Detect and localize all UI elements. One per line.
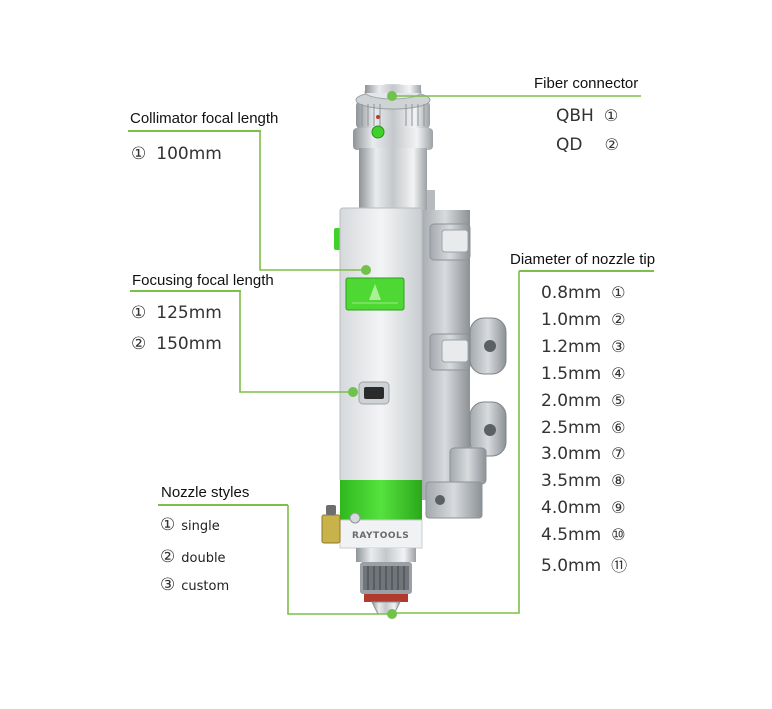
nozzle-diameter-option: 1.5mm ④ xyxy=(541,364,626,384)
fiber-option-mark: ① xyxy=(603,106,619,125)
fiber-option-label: QD xyxy=(556,135,583,155)
callout-lines xyxy=(239,95,641,615)
nozzle-tip-part xyxy=(356,548,416,615)
nozzle-diameter-mark: ⑨ xyxy=(611,498,626,518)
nozzle-diameter-option: 1.0mm ② xyxy=(541,310,626,330)
focusing-leader-line xyxy=(239,291,353,393)
collimator-option-mark: ① xyxy=(131,144,147,164)
nozzle-styles-leader-line xyxy=(287,505,392,615)
nozzle-diameter-mark: ⑤ xyxy=(611,390,626,410)
collimator-option-1: ① 100mm xyxy=(131,144,222,164)
fiber-connector-dot xyxy=(387,91,397,101)
nozzle-diameter-label: 5.0mm xyxy=(541,556,602,576)
fiber-connector-part xyxy=(353,84,433,150)
nozzle-diameter-label: 2.5mm xyxy=(541,417,602,438)
nozzle-diameter-mark: ② xyxy=(611,309,626,329)
collimator-option-label: 100mm xyxy=(156,144,222,164)
nozzle-diameter-option: 3.0mm ⑦ xyxy=(541,444,626,464)
nozzle-diameter-label: 1.0mm xyxy=(541,309,602,330)
fiber-option-2: QD ② xyxy=(556,135,619,155)
focusing-option-mark: ① xyxy=(131,303,147,323)
nozzle-diameter-option: 2.0mm ⑤ xyxy=(541,391,626,411)
nozzle-diameter-mark: ③ xyxy=(611,336,626,356)
fiber-option-mark: ② xyxy=(604,135,619,154)
fiber-option-1: QBH ① xyxy=(556,106,618,126)
collimator-leader-line xyxy=(259,131,366,271)
callout-dots xyxy=(348,91,397,619)
nozzle-diameter-mark: ⑥ xyxy=(611,417,626,437)
brand-label: RAYTOOLS xyxy=(352,531,410,541)
nozzle-diameter-label: 1.2mm xyxy=(541,336,602,357)
nozzle-diameter-label: 4.0mm xyxy=(541,498,602,519)
nozzle-styles-heading: Nozzle styles xyxy=(161,484,250,501)
collimator-heading: Collimator focal length xyxy=(130,110,279,127)
nozzle-diameter-label: 1.5mm xyxy=(541,363,602,384)
nozzle-diameter-label: 0.8mm xyxy=(541,283,602,303)
nozzle-diameter-mark: ① xyxy=(611,283,626,302)
nozzle-diameter-label: 3.0mm xyxy=(541,444,602,465)
nozzle-style-mark: ① xyxy=(160,515,176,535)
focusing-option-label: 150mm xyxy=(156,334,222,354)
nozzle-diameter-mark: ⑧ xyxy=(611,471,626,491)
green-band-part xyxy=(321,480,423,549)
nozzle-style-label: single xyxy=(181,519,220,534)
nozzle-style-option-3: ③ custom xyxy=(160,575,229,595)
nozzle-diameter-mark: ⑩ xyxy=(611,525,626,545)
collimator-underline xyxy=(128,130,261,132)
nozzle-style-option-2: ② double xyxy=(160,547,226,567)
fiber-connector-heading: Fiber connector xyxy=(534,75,639,92)
nozzle-diameter-underline xyxy=(519,270,654,272)
nozzle-style-option-1: ① single xyxy=(160,515,220,535)
nozzle-diameter-option: 4.0mm ⑨ xyxy=(541,498,626,518)
nozzle-diameter-option: 3.5mm ⑧ xyxy=(541,471,626,491)
nozzle-diameter-label: 3.5mm xyxy=(541,471,602,492)
nozzle-style-mark: ② xyxy=(160,547,176,567)
nozzle-diameter-option: 5.0mm ⑪ xyxy=(541,552,627,576)
nozzle-diameter-mark: ⑪ xyxy=(611,556,628,575)
nozzle-diameter-label: 4.5mm xyxy=(541,525,602,546)
focusing-heading: Focusing focal length xyxy=(132,272,274,289)
fiber-option-label: QBH xyxy=(556,106,594,126)
nozzle-style-label: custom xyxy=(181,579,230,594)
collimator-dot xyxy=(361,265,371,275)
nozzle-diameter-option: 2.5mm ⑥ xyxy=(541,418,626,438)
collimator-tube-part xyxy=(359,148,435,210)
focusing-underline xyxy=(130,290,241,292)
nozzle-diameter-heading: Diameter of nozzle tip xyxy=(510,251,656,268)
nozzle-diameter-mark: ④ xyxy=(611,363,626,383)
nozzle-diameter-option: 4.5mm ⑩ xyxy=(541,525,626,545)
nozzle-styles-underline xyxy=(158,504,288,506)
nozzle-style-label: double xyxy=(181,551,226,566)
nozzle-diameter-option: 0.8mm ① xyxy=(541,283,626,303)
nozzle-diameter-mark: ⑦ xyxy=(611,444,626,464)
side-fittings-part xyxy=(425,223,507,519)
nozzle-diameter-option: 1.2mm ③ xyxy=(541,337,626,357)
nozzle-diameter-label: 2.0mm xyxy=(541,390,602,411)
focusing-option-1: ① 125mm xyxy=(131,303,222,323)
focusing-option-mark: ② xyxy=(131,334,147,354)
nozzle-style-mark: ③ xyxy=(160,575,176,595)
nozzle-diameter-leader-line xyxy=(392,271,520,614)
nozzle-tip-dot xyxy=(387,609,397,619)
focusing-dot xyxy=(348,387,358,397)
focusing-option-label: 125mm xyxy=(156,303,222,323)
focusing-option-2: ② 150mm xyxy=(131,334,222,354)
